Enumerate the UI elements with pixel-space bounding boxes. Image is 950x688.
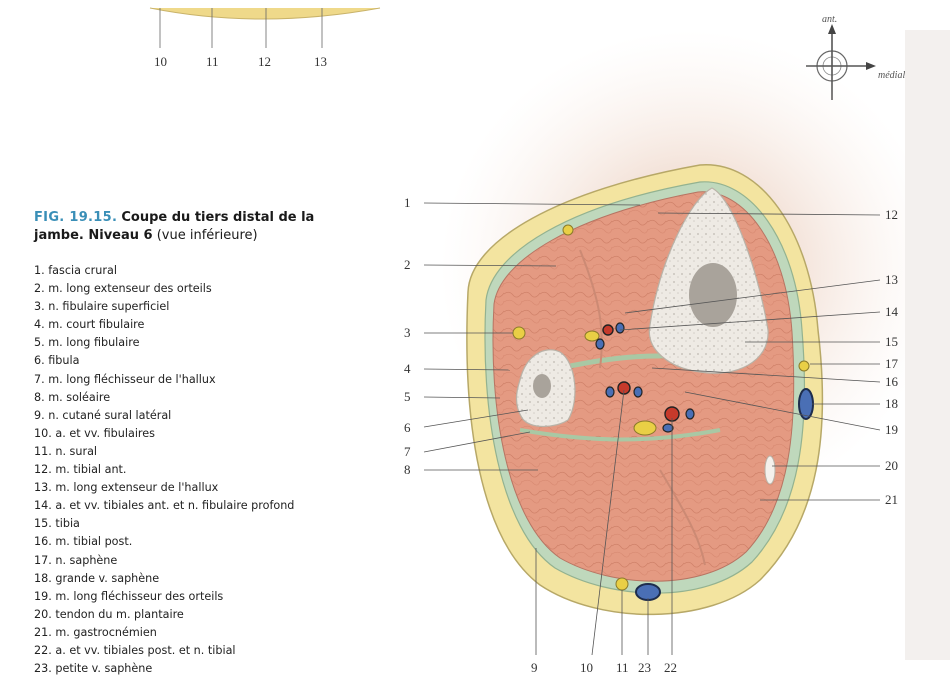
figure-caption: FIG. 19.15. Coupe du tiers distal de la … bbox=[34, 209, 364, 245]
vein-icon bbox=[616, 323, 624, 333]
right-number: 18 bbox=[885, 396, 898, 411]
leg-cross-section bbox=[467, 165, 823, 615]
bottom-number: 11 bbox=[616, 660, 629, 675]
legend-item: 20. tendon du m. plantaire bbox=[34, 606, 294, 624]
bottom-number: 22 bbox=[664, 660, 677, 675]
legend-item: 22. a. et vv. tibiales post. et n. tibia… bbox=[34, 642, 294, 660]
vein-icon bbox=[606, 387, 614, 397]
vein-icon bbox=[634, 387, 642, 397]
nerve-icon bbox=[513, 327, 525, 339]
small-saphenous-vein-icon bbox=[636, 584, 660, 600]
bottom-number: 23 bbox=[638, 660, 651, 675]
legend-item: 21. m. gastrocnémien bbox=[34, 624, 294, 642]
vein-icon bbox=[663, 424, 673, 432]
legend-list: 1. fascia crural 2. m. long extenseur de… bbox=[34, 262, 294, 678]
nerve-icon bbox=[563, 225, 573, 235]
legend-item: 2. m. long extenseur des orteils bbox=[34, 280, 294, 298]
right-number: 19 bbox=[885, 422, 898, 437]
figure-number: FIG. 19.15. bbox=[34, 210, 117, 225]
right-number: 17 bbox=[885, 356, 899, 371]
vein-icon bbox=[686, 409, 694, 419]
left-number: 8 bbox=[404, 462, 411, 477]
right-number: 15 bbox=[885, 334, 898, 349]
plantaris-tendon bbox=[765, 456, 775, 484]
nerve-icon bbox=[616, 578, 628, 590]
legend-item: 18. grande v. saphène bbox=[34, 570, 294, 588]
artery-icon bbox=[603, 325, 613, 335]
anterior-label: ant. bbox=[822, 14, 837, 25]
right-number: 20 bbox=[885, 458, 898, 473]
legend-item: 4. m. court fibulaire bbox=[34, 316, 294, 334]
left-number: 3 bbox=[404, 325, 411, 340]
right-number: 21 bbox=[885, 492, 898, 507]
legend-item: 14. a. et vv. tibiales ant. et n. fibula… bbox=[34, 497, 294, 515]
right-number: 12 bbox=[885, 207, 898, 222]
left-number: 4 bbox=[404, 361, 411, 376]
legend-item: 15. tibia bbox=[34, 515, 294, 533]
figure-view: (vue inférieure) bbox=[157, 228, 258, 243]
left-number: 2 bbox=[404, 257, 411, 272]
legend-item: 19. m. long fléchisseur des orteils bbox=[34, 588, 294, 606]
legend-item: 11. n. sural bbox=[34, 443, 294, 461]
previous-figure-fragment bbox=[150, 8, 380, 19]
top-number: 10 bbox=[154, 54, 167, 69]
top-number: 12 bbox=[258, 54, 271, 69]
legend-item: 1. fascia crural bbox=[34, 262, 294, 280]
legend-item: 6. fibula bbox=[34, 352, 294, 370]
legend-item: 13. m. long extenseur de l'hallux bbox=[34, 479, 294, 497]
left-number: 5 bbox=[404, 389, 411, 404]
fibula-marrow bbox=[533, 374, 551, 398]
legend-item: 9. n. cutané sural latéral bbox=[34, 407, 294, 425]
legend-item: 3. n. fibulaire superficiel bbox=[34, 298, 294, 316]
legend-item: 17. n. saphène bbox=[34, 552, 294, 570]
top-number: 13 bbox=[314, 54, 327, 69]
medial-label: médial bbox=[878, 70, 905, 81]
tibia-marrow bbox=[689, 263, 737, 327]
vein-icon bbox=[596, 339, 604, 349]
right-number: 13 bbox=[885, 272, 898, 287]
bottom-number: 9 bbox=[531, 660, 538, 675]
legend-item: 12. m. tibial ant. bbox=[34, 461, 294, 479]
legend-item: 23. petite v. saphène bbox=[34, 660, 294, 678]
bottom-number: 10 bbox=[580, 660, 593, 675]
right-number: 14 bbox=[885, 304, 899, 319]
legend-item: 5. m. long fibulaire bbox=[34, 334, 294, 352]
top-number: 11 bbox=[206, 54, 219, 69]
nerve-icon bbox=[634, 421, 656, 435]
left-number: 7 bbox=[404, 444, 411, 459]
legend-item: 10. a. et vv. fibulaires bbox=[34, 425, 294, 443]
legend-item: 16. m. tibial post. bbox=[34, 533, 294, 551]
left-number: 6 bbox=[404, 420, 411, 435]
legend-item: 7. m. long fléchisseur de l'hallux bbox=[34, 371, 294, 389]
left-number: 1 bbox=[404, 195, 411, 210]
right-number: 16 bbox=[885, 374, 899, 389]
legend-item: 8. m. soléaire bbox=[34, 389, 294, 407]
nerve-icon bbox=[799, 361, 809, 371]
nerve-icon bbox=[585, 331, 599, 341]
page-edge bbox=[905, 30, 950, 660]
